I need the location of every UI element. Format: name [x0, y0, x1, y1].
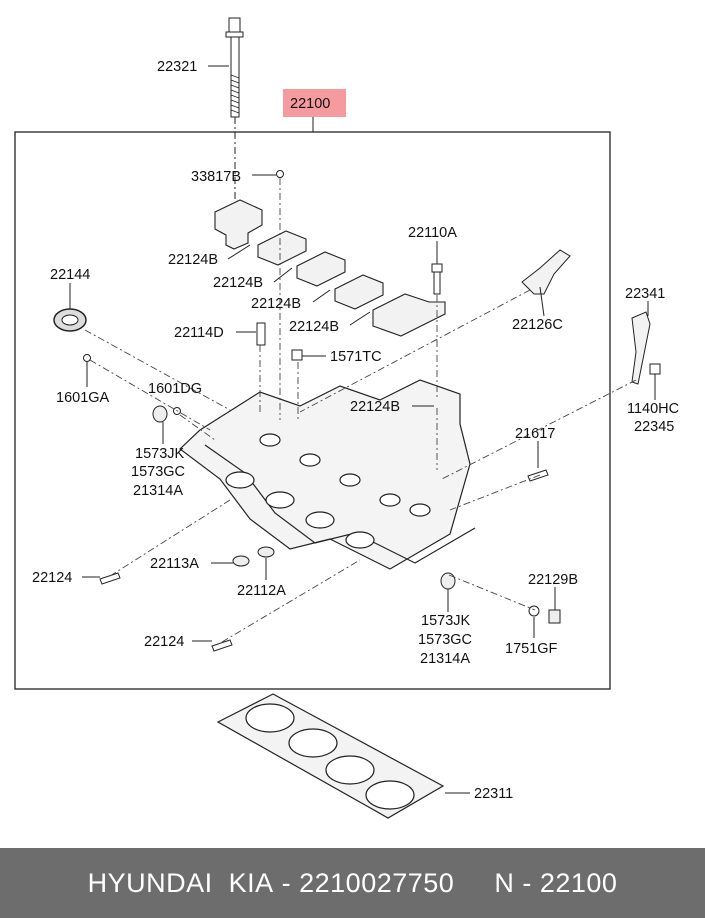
head-gasket-part — [216, 693, 445, 819]
label-22345: 22345 — [634, 419, 674, 435]
plug-part — [440, 572, 456, 590]
code-prefix-text: N — [494, 867, 515, 898]
plug-part — [232, 555, 250, 567]
water-outlet-part — [521, 249, 571, 295]
label-22341: 22341 — [625, 286, 665, 302]
head-bolt-part — [225, 17, 244, 118]
code-text: 22100 — [539, 867, 618, 898]
label-21617: 21617 — [515, 426, 555, 442]
label-22110a: 22110A — [408, 225, 457, 241]
bracket-bolt-part — [649, 363, 661, 375]
spacer-text — [454, 868, 494, 899]
plug-part — [152, 405, 168, 423]
parts-diagram: 22321 22100 33817B 22110A 22144 22124B 2… — [14, 17, 679, 819]
label-22113a: 22113A — [150, 556, 199, 572]
label-22124b-3: 22124B — [251, 296, 301, 312]
plug-bolt-part — [548, 609, 561, 624]
bracket-part — [631, 311, 651, 385]
alignment-lines — [84, 178, 637, 643]
label-22124b-1: 22124B — [168, 252, 218, 268]
part-number-text: 2210027750 — [299, 867, 455, 898]
label-22126c: 22126C — [512, 317, 563, 333]
label-1601dg: 1601DG — [148, 381, 202, 397]
leader-lines — [69, 174, 656, 642]
label-1573jk-right: 1573JK — [421, 613, 471, 629]
label-22124-2: 22124 — [144, 634, 184, 650]
dowel-part — [276, 170, 284, 178]
label-21314a-right: 21314A — [420, 651, 470, 667]
brand-text: HYUNDAI KIA — [87, 867, 274, 898]
label-22321: 22321 — [157, 59, 197, 75]
label-22114d: 22114D — [174, 325, 224, 341]
label-1573jk-left: 1573JK — [135, 446, 185, 462]
label-22311: 22311 — [474, 786, 513, 802]
footer-bar: HYUNDAI KIA - 2210027750 N - 22100 — [0, 848, 705, 918]
separator-text: - — [514, 867, 540, 898]
camshaft-cap-parts — [214, 199, 446, 337]
label-1140hc: 1140HC — [627, 401, 679, 417]
label-22112a: 22112A — [237, 583, 286, 599]
washer-part — [528, 605, 540, 617]
dowel-part — [83, 354, 91, 362]
label-1573gc-right: 1573GC — [418, 632, 472, 648]
label-22144: 22144 — [50, 267, 90, 283]
plug-part — [257, 546, 275, 558]
label-1573gc-left: 1573GC — [131, 464, 185, 480]
label-22124b-2: 22124B — [213, 275, 263, 291]
highlight-box — [283, 89, 346, 117]
label-1751gf: 1751GF — [505, 641, 558, 657]
label-21314a-left: 21314A — [133, 483, 183, 499]
label-22124-1: 22124 — [32, 570, 72, 586]
label-22124b-5: 22124B — [350, 399, 400, 415]
oil-seal-inner — [61, 314, 79, 326]
label-22124b-4: 22124B — [289, 319, 339, 335]
label-22100: 22100 — [290, 96, 330, 112]
label-1571tc: 1571TC — [330, 349, 382, 365]
label-1601ga: 1601GA — [56, 390, 110, 406]
label-33817b: 33817B — [191, 169, 241, 185]
label-22129b: 22129B — [528, 572, 578, 588]
separator-text: - — [273, 867, 300, 898]
cylinder-head-part — [179, 379, 476, 570]
